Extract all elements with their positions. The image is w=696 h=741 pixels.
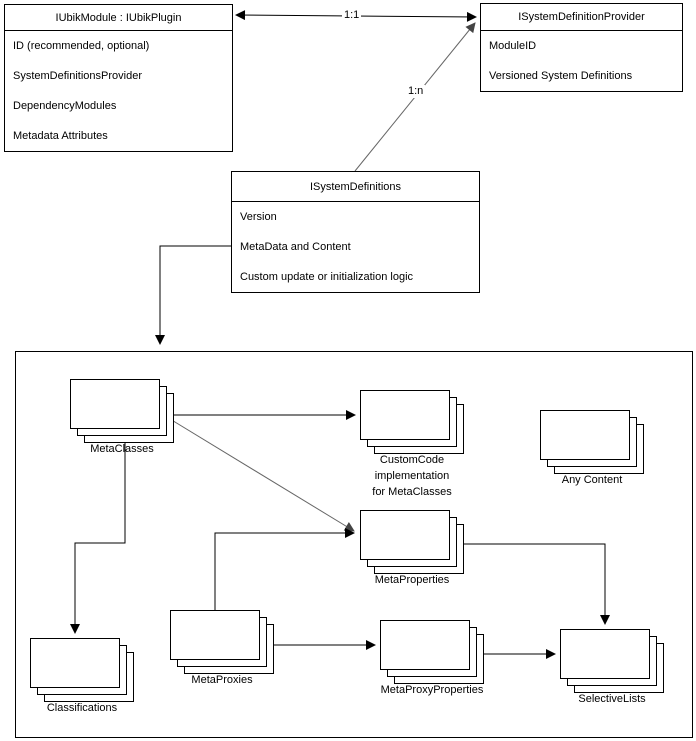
stack-label-metaproperties: MetaProperties xyxy=(374,574,450,586)
stack-card xyxy=(540,410,630,460)
stack-card xyxy=(360,510,450,560)
class-box-isystemdefinitions: ISystemDefinitions Version MetaData and … xyxy=(231,171,480,293)
edge-label-one-to-n: 1:n xyxy=(406,85,426,98)
stack-card xyxy=(170,610,260,660)
class-box-iubikmodule: IUbikModule : IUbikPlugin ID (recommende… xyxy=(4,4,233,152)
class-row: SystemDefinitionsProvider xyxy=(13,70,142,82)
class-row: MetaData and Content xyxy=(240,241,351,253)
stack-card xyxy=(30,638,120,688)
stack-label-metaproxies: MetaProxies xyxy=(191,674,253,686)
class-row: ModuleID xyxy=(489,40,537,52)
stack-label-selectivelists: SelectiveLists xyxy=(578,693,646,705)
stack-label-metaproxyproperties: MetaProxyProperties xyxy=(380,684,484,696)
class-box-isystemdefinitionprovider: ISystemDefinitionProvider ModuleID Versi… xyxy=(480,3,683,92)
class-row: Custom update or initialization logic xyxy=(240,271,414,283)
edge-label-one-to-one: 1:1 xyxy=(342,9,362,22)
stack-label-classifications: Classifications xyxy=(46,702,118,714)
stack-label-customcode: CustomCode implementation for MetaClasse… xyxy=(372,454,452,498)
system-definitions-container xyxy=(15,351,693,738)
class-title-isystemdefinitionprovider: ISystemDefinitionProvider xyxy=(481,4,682,31)
class-row: Versioned System Definitions xyxy=(489,70,633,82)
stack-label-any-content: Any Content xyxy=(561,474,623,486)
class-row: DependencyModules xyxy=(13,100,117,112)
stack-card xyxy=(360,390,450,440)
stack-card xyxy=(70,379,160,429)
stack-card xyxy=(380,620,470,670)
edge-isystemdefinitions-to-container xyxy=(155,245,231,345)
stack-label-metaclasses: MetaClasses xyxy=(90,443,154,455)
stack-card xyxy=(560,629,650,679)
class-title-isystemdefinitions: ISystemDefinitions xyxy=(232,172,479,202)
class-row: ID (recommended, optional) xyxy=(13,40,150,52)
class-title-iubikmodule: IUbikModule : IUbikPlugin xyxy=(5,5,232,31)
class-row: Metadata Attributes xyxy=(13,130,108,142)
class-row: Version xyxy=(240,211,277,223)
